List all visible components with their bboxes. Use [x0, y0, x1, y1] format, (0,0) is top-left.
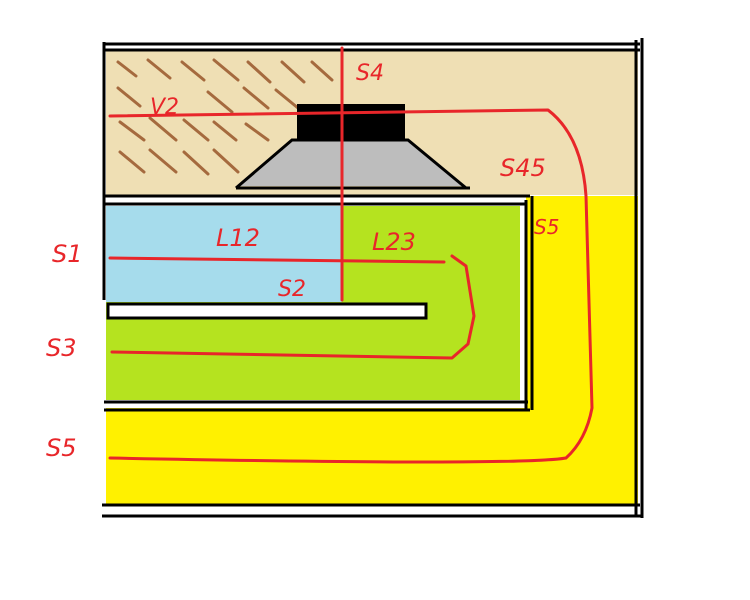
label-l23: L23 — [372, 228, 416, 256]
flow-paths — [108, 46, 594, 464]
chamber-s5-right — [530, 196, 638, 408]
chamber-s5 — [106, 196, 638, 505]
label-s3: S3 — [46, 334, 77, 362]
label-s45: S45 — [500, 154, 546, 182]
label-s5-left: S5 — [46, 434, 77, 462]
path-s45 — [108, 108, 594, 464]
chamber-l12 — [106, 206, 342, 302]
driver-cone — [236, 140, 466, 186]
label-s2: S2 — [278, 277, 306, 302]
driver-magnet — [297, 104, 405, 140]
label-v2: V2 — [150, 95, 179, 120]
label-s4: S4 — [356, 61, 384, 86]
label-s1: S1 — [52, 240, 83, 268]
path-l23 — [110, 254, 476, 360]
slot-s2 — [106, 302, 428, 320]
loudspeaker-driver-icon — [235, 138, 467, 190]
label-l12: L12 — [216, 224, 260, 252]
label-s5-right: S5 — [534, 215, 559, 239]
v2-hatching — [116, 58, 334, 176]
enclosure-walls — [102, 38, 644, 518]
path-l12 — [108, 256, 446, 264]
